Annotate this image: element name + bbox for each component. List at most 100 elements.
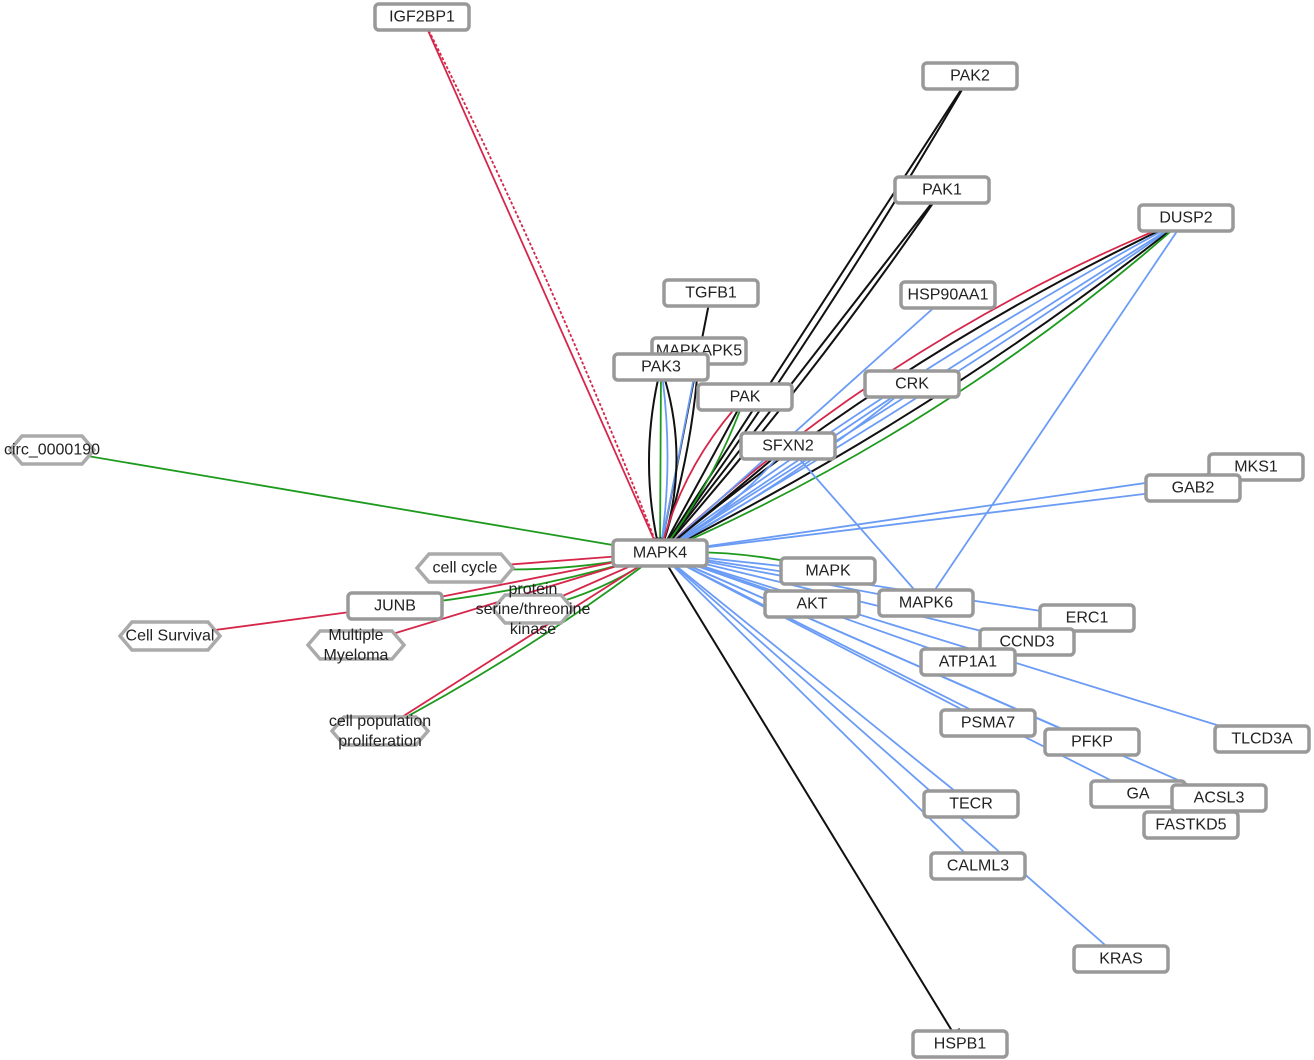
node-label: JUNB [374,598,416,615]
edge-pak-mapk4 [658,396,746,555]
node-label: TGFB1 [685,285,737,302]
node-crk[interactable]: CRK [863,369,961,399]
node-atp1a1[interactable]: ATP1A1 [919,647,1017,677]
node-box [929,851,1027,881]
edge-mapk4-tecr [659,552,976,809]
node-label-line: protein [509,581,558,598]
node-psma7[interactable]: PSMA7 [939,708,1037,738]
node-cellcycle[interactable]: cell cycle [414,552,516,584]
edge-pak2-mapk4 [658,75,971,555]
node-box [911,1029,1009,1059]
node-hexagon [7,434,97,466]
edge-pak-mapk4 [659,396,746,555]
node-mapk[interactable]: MAPK [779,556,877,586]
node-mapk4[interactable]: MAPK4 [611,538,709,568]
edge-igf2bp1-mapk4 [421,16,662,555]
edge-dusp2-mapk4 [658,217,1187,554]
node-sfxn2[interactable]: SFXN2 [739,431,837,461]
edge-circ-mapk4 [51,449,662,557]
node-pak1[interactable]: PAK1 [893,175,991,205]
node-pak3[interactable]: PAK3 [612,352,710,382]
node-hexagon [329,715,431,747]
node-label: MAPK4 [633,545,687,562]
edge-mapk4-tlcd3a [659,552,1267,744]
node-gab2[interactable]: GAB2 [1144,473,1242,503]
edge-mapk4-prolif [378,552,661,732]
node-box [662,278,760,308]
node-mapk6[interactable]: MAPK6 [877,588,975,618]
node-box [899,280,997,310]
edge-mapk4-kras [659,552,1126,964]
node-erc1[interactable]: ERC1 [1038,603,1136,633]
node-box [739,431,837,461]
node-box [779,556,877,586]
node-label: FASTKD5 [1155,817,1226,834]
node-label: GAB2 [1172,480,1215,497]
node-box [919,647,1017,677]
node-pak[interactable]: PAK [696,382,794,412]
edge-mapk4-prolif [378,552,661,732]
node-psk[interactable]: protein serine/threonine kinase [476,581,591,638]
node-box [893,175,991,205]
node-box [1137,203,1235,233]
edge-igf2bp1-mapk4 [421,16,662,555]
node-ga[interactable]: GA [1089,779,1187,809]
node-tlcd3a[interactable]: TLCD3A [1213,724,1311,754]
edge-pak3-mapk4 [655,366,669,558]
node-akt[interactable]: AKT [763,589,861,619]
node-label: PAK3 [641,359,681,376]
node-box [763,589,861,619]
node-box [1144,473,1242,503]
node-label-line: Multiple [328,627,383,644]
node-pak2[interactable]: PAK2 [921,61,1019,91]
node-label: MKS1 [1234,459,1278,476]
node-hsp90aa1[interactable]: HSP90AA1 [899,280,997,310]
node-label: MAPK6 [899,595,953,612]
node-kras[interactable]: KRAS [1072,944,1170,974]
node-box [921,61,1019,91]
node-box [863,369,961,399]
edge-pak1-mapk4 [658,189,943,555]
node-tgfb1[interactable]: TGFB1 [662,278,760,308]
node-dusp2[interactable]: DUSP2 [1137,203,1235,233]
node-calml3[interactable]: CALML3 [929,851,1027,881]
node-label: KRAS [1099,951,1143,968]
node-survival[interactable]: Cell Survival [117,620,223,652]
edge-dusp2-mapk4 [658,217,1187,555]
node-label: PAK1 [922,182,962,199]
node-box [346,591,444,621]
node-label-line: kinase [510,621,556,638]
node-label: PAK [730,389,761,406]
node-acsl3[interactable]: ACSL3 [1170,783,1268,813]
node-label-line: cell population [329,713,431,730]
node-igf2bp1[interactable]: IGF2BP1 [373,2,471,32]
node-label: PFKP [1071,734,1113,751]
node-label: DUSP2 [1159,210,1212,227]
node-hspb1[interactable]: HSPB1 [911,1029,1009,1059]
node-label: cell cycle [433,560,498,577]
node-circ[interactable]: circ_0000190 [4,434,100,466]
node-label-line: serine/threonine [476,601,591,618]
node-tecr[interactable]: TECR [922,789,1020,819]
node-fastkd5[interactable]: FASTKD5 [1142,810,1240,840]
node-hexagon [305,629,407,661]
node-box [1038,603,1136,633]
node-label: HSPB1 [934,1036,987,1053]
node-pfkp[interactable]: PFKP [1043,727,1141,757]
node-junb[interactable]: JUNB [346,591,444,621]
node-box [877,588,975,618]
node-label: HSP90AA1 [908,287,989,304]
node-box [1142,810,1240,840]
node-label-line: proliferation [338,733,422,750]
node-label: CCND3 [999,634,1054,651]
node-box [939,708,1037,738]
node-prolif[interactable]: cell population proliferation [329,713,431,750]
node-label: ERC1 [1066,610,1109,627]
edge-pak-mapk4 [656,396,746,555]
node-label: CRK [895,376,929,393]
node-box [1043,727,1141,757]
node-label: PSMA7 [961,715,1015,732]
node-label: ATP1A1 [939,654,998,671]
